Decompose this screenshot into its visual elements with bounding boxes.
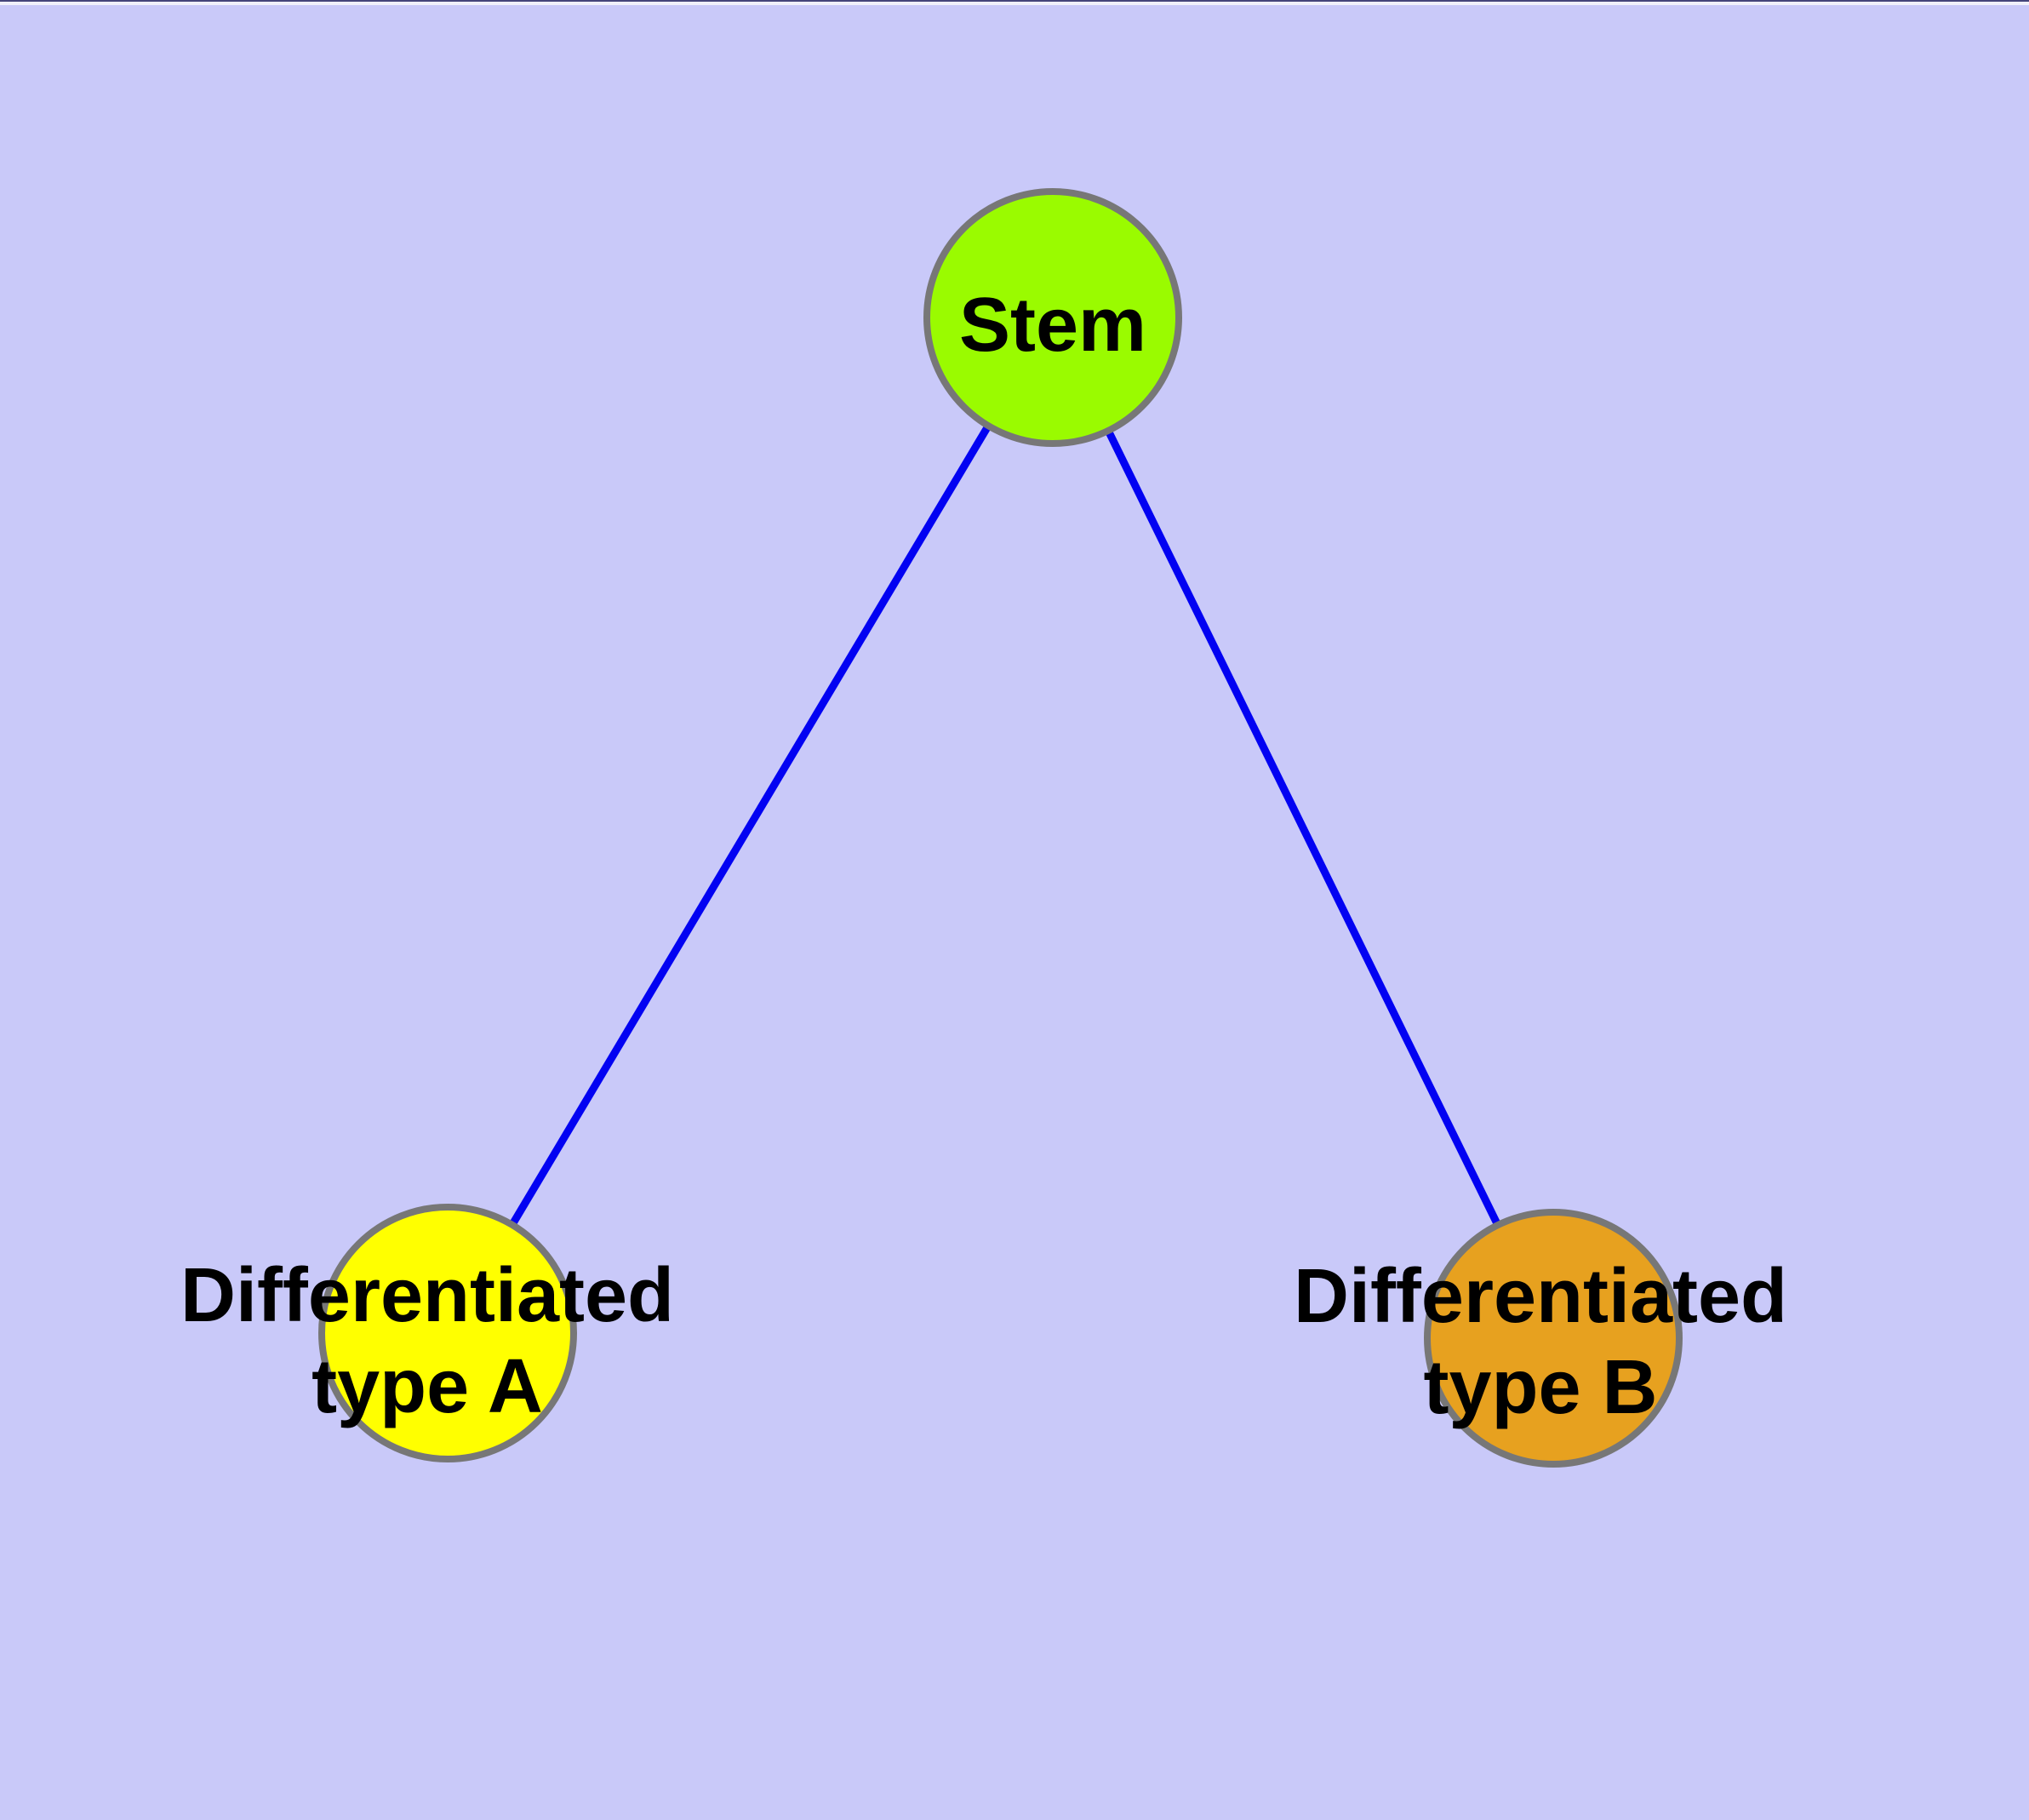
node-type-a-label-line2: type A: [311, 1344, 543, 1429]
node-type-a-label-line1: Differentiated: [180, 1253, 674, 1338]
node-type-a-circle: [318, 1204, 577, 1462]
node-type-b-label-line2: type B: [1423, 1345, 1657, 1430]
node-type-b-label-line1: Differentiated: [1294, 1254, 1787, 1339]
edge-stem-to-type-b: [1049, 316, 1557, 1340]
node-stem-circle: [923, 188, 1182, 447]
top-window-edge: [0, 0, 2029, 2]
node-stem-label: Stem: [959, 283, 1146, 368]
node-type-b-circle: [1424, 1209, 1683, 1468]
top-margin-strip: [0, 2, 2029, 5]
edge-stem-to-type-a: [444, 315, 1056, 1336]
